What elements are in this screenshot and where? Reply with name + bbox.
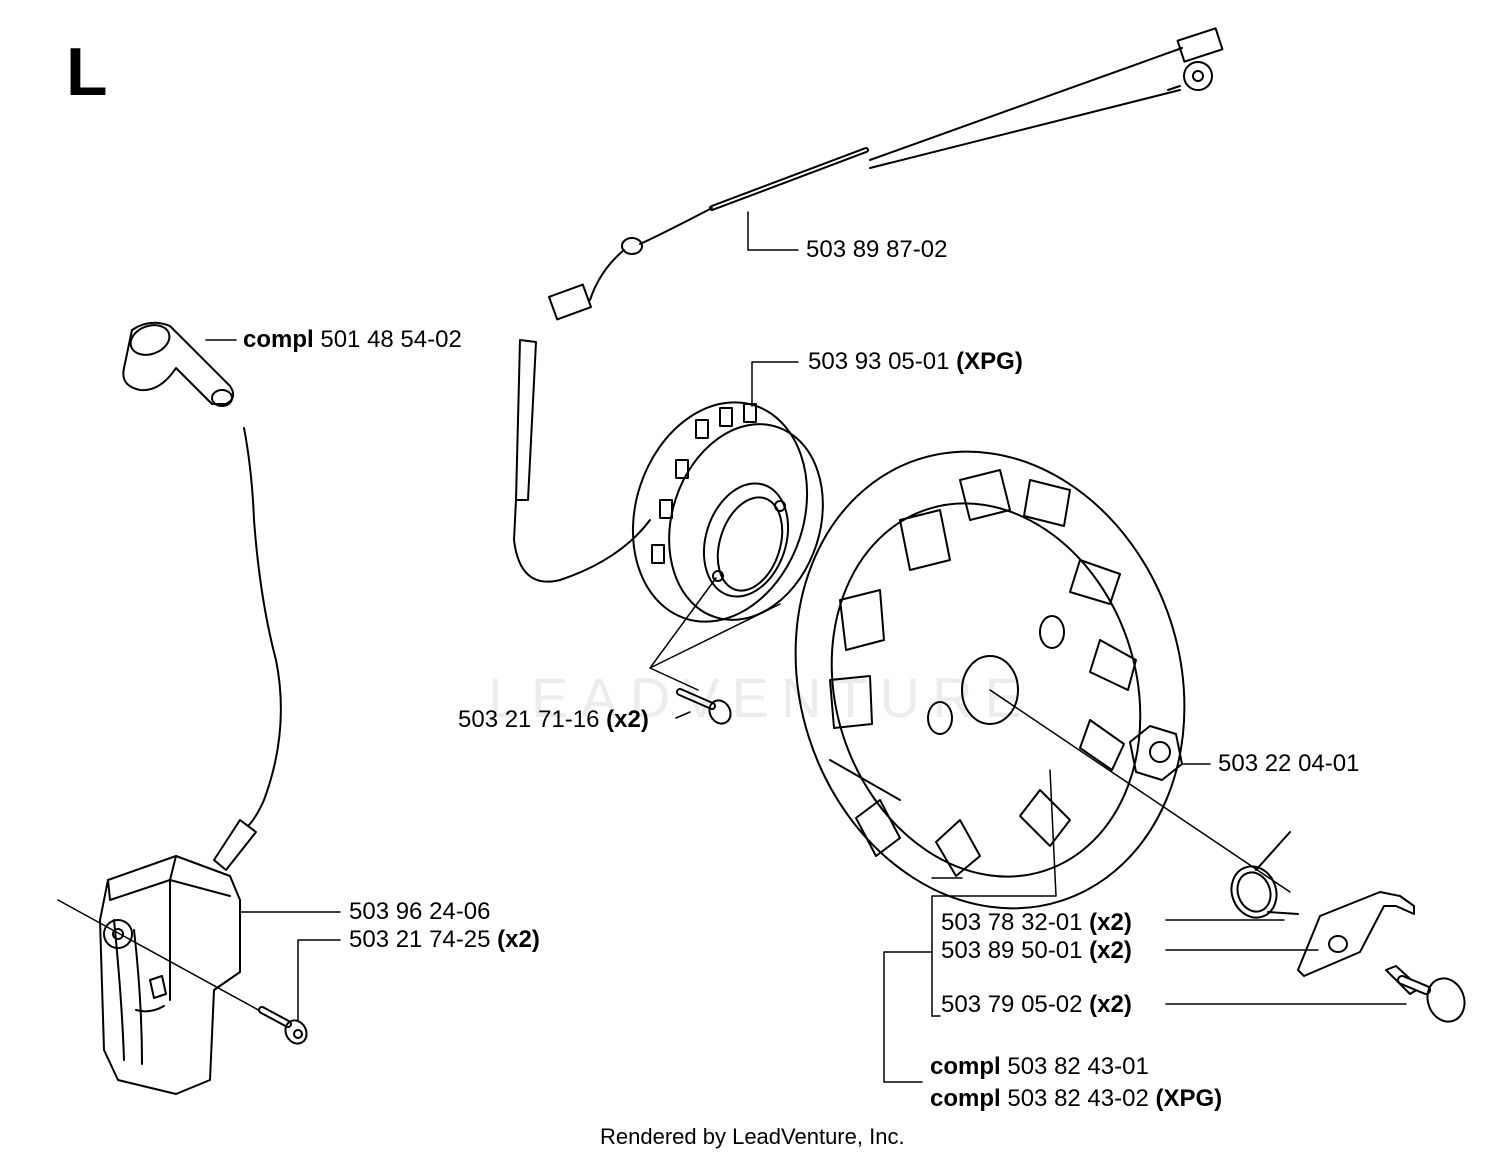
- part-prefix: compl: [930, 1085, 1001, 1112]
- part-prefix: compl: [930, 1053, 1001, 1080]
- watermark: LEADVENTURE: [488, 666, 1034, 729]
- pawl-drawing: [1297, 891, 1415, 977]
- leader-flywheel-compl: [931, 769, 1057, 1017]
- leader-stator-screw: [649, 577, 781, 691]
- part-number: 503 79 05-02: [941, 991, 1083, 1018]
- part-suffix: (x2): [1089, 937, 1132, 964]
- flywheel-axis-line: [989, 689, 1291, 893]
- part-number: 503 89 87-02: [806, 236, 948, 263]
- pawl-spring-drawing: [1230, 831, 1299, 919]
- part-label-pawl-spring[interactable]: 503 78 32-01 (x2): [941, 909, 1132, 937]
- part-suffix: (x2): [497, 926, 540, 953]
- part-suffix: (x2): [606, 706, 649, 733]
- leader-wire-harness: [747, 211, 799, 251]
- part-number: 503 89 50-01: [941, 937, 1083, 964]
- part-label-flywheel-compl-2[interactable]: compl 503 82 43-02 (XPG): [930, 1085, 1222, 1113]
- leader-stator: [751, 361, 799, 407]
- stator-drawing: [513, 339, 824, 623]
- wire-harness-drawing: [547, 27, 1224, 321]
- part-number: 503 22 04-01: [1218, 750, 1360, 777]
- pawl-pin-drawing: [1385, 965, 1466, 1023]
- part-number: 501 48 54-02: [320, 326, 462, 353]
- part-number: 503 82 43-02: [1007, 1085, 1149, 1112]
- part-label-stator[interactable]: 503 93 05-01 (XPG): [808, 348, 1023, 376]
- part-label-pawl-pin[interactable]: 503 79 05-02 (x2): [941, 991, 1132, 1019]
- part-suffix: (x2): [1089, 909, 1132, 936]
- part-suffix: (XPG): [956, 348, 1023, 375]
- ht-lead-drawing: [243, 427, 282, 827]
- module-screw-drawing: [258, 1006, 308, 1045]
- part-suffix: (XPG): [1155, 1085, 1223, 1112]
- part-number: 503 21 71-16: [458, 706, 600, 733]
- part-label-ignition-module[interactable]: 503 96 24-06: [349, 898, 490, 926]
- leader-module-screw: [297, 939, 341, 1021]
- part-number: 503 21 74-25: [349, 926, 491, 953]
- part-label-stator-screw[interactable]: 503 21 71-16 (x2): [458, 706, 649, 734]
- part-label-flywheel-nut[interactable]: 503 22 04-01: [1218, 750, 1359, 778]
- flywheel-drawing: [794, 450, 1186, 910]
- section-letter: L: [66, 34, 108, 110]
- part-label-spark-cap[interactable]: compl 501 48 54-02: [243, 326, 462, 354]
- part-number: 503 78 32-01: [941, 909, 1083, 936]
- part-prefix: compl: [243, 326, 314, 353]
- part-number: 503 82 43-01: [1007, 1053, 1149, 1080]
- leader-compl-bracket: [883, 951, 933, 1083]
- part-label-module-screw[interactable]: 503 21 74-25 (x2): [349, 926, 540, 954]
- part-label-pawl[interactable]: 503 89 50-01 (x2): [941, 937, 1132, 965]
- ignition-module-drawing: [99, 819, 257, 1095]
- spark-cap-drawing: [122, 321, 235, 407]
- part-suffix: (x2): [1089, 991, 1132, 1018]
- part-number: 503 96 24-06: [349, 898, 491, 925]
- part-number: 503 93 05-01: [808, 348, 950, 375]
- footer-credit: Rendered by LeadVenture, Inc.: [600, 1124, 905, 1149]
- ignition-axis-line: [57, 899, 263, 1013]
- stator-screw-drawing: [676, 688, 732, 725]
- part-label-flywheel-compl-1[interactable]: compl 503 82 43-01: [930, 1053, 1149, 1081]
- part-label-wire-harness[interactable]: 503 89 87-02: [806, 236, 947, 264]
